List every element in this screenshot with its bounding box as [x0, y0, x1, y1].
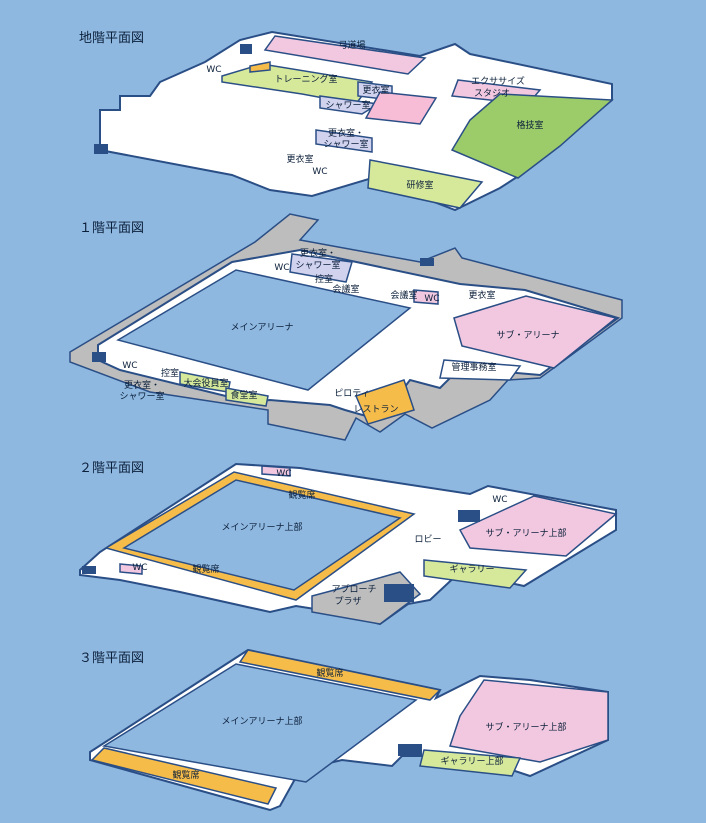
approach-label-1: アプローチ [331, 584, 376, 595]
locker-shower-label-4: シャワー室 [119, 390, 164, 402]
stairs-icon [398, 744, 422, 756]
wc-label-2: WC [424, 294, 439, 304]
sub-arena [453, 295, 618, 369]
locker-shower-label-3: 更衣室・ [124, 379, 160, 391]
dining-room [225, 387, 269, 407]
officials-label: 大会役員室 [183, 377, 228, 389]
first-floor-title: １階平面図 [79, 221, 145, 236]
wc-label-3: WC [132, 563, 147, 573]
third-floor-title: ３階平面図 [79, 651, 145, 666]
main-arena-upper-label: メインアリーナ上部 [221, 521, 302, 533]
locker-label-2: 更衣室 [286, 153, 313, 165]
seating-label: 観覧席 [288, 489, 315, 501]
kenshu-room [367, 159, 484, 209]
kakugi-room [450, 93, 614, 179]
sub-arena-upper [449, 679, 609, 763]
basement-plan: 弓道場 WC トレーニング室 更衣室 シャワー室 エクササイズ スタジオ 格技室… [94, 30, 614, 212]
wc-label-2: WC [312, 167, 327, 177]
restaurant-label: レストラン [353, 404, 398, 415]
kyudo-label: 弓道場 [338, 39, 365, 51]
gallery [423, 559, 528, 589]
stairs-icon [92, 352, 106, 362]
stairs-icon [458, 510, 480, 522]
exercise-label-2: スタジオ [474, 88, 510, 99]
gallery-label: ギャラリー [449, 564, 494, 575]
stand-top [238, 649, 442, 701]
sub-arena-upper [458, 495, 618, 557]
seating-label-2: 観覧席 [192, 563, 219, 575]
admin-office [439, 359, 522, 381]
meeting-room-label-2: 会議室 [390, 289, 417, 301]
waiting-room-label-2: 控室 [161, 367, 179, 379]
waiting-room-label: 控室 [315, 273, 333, 285]
second-floor-plan: WC 観覧席 WC メインアリーナ上部 ロビー サブ・アリーナ上部 ギャラリー … [79, 462, 618, 626]
stairs-icon [384, 584, 414, 602]
wc-label: WC [274, 263, 289, 273]
main-arena [116, 269, 412, 391]
main-arena-upper [101, 663, 418, 783]
locker-shower-b [315, 129, 373, 153]
wc-label: WC [206, 65, 221, 75]
locker-shower-label-1: 更衣室・ [300, 247, 336, 259]
main-arena-label: メインアリーナ [230, 322, 293, 333]
stairs-icon [94, 144, 108, 154]
main-arena-upper-label: メインアリーナ上部 [221, 715, 302, 727]
first-locker-shower [289, 253, 353, 283]
training-accent [249, 61, 271, 73]
shower-room-b [319, 95, 381, 115]
stairs-icon [420, 258, 434, 266]
sub-arena-upper-label: サブ・アリーナ上部 [485, 721, 566, 733]
shower-label: シャワー室 [325, 99, 370, 111]
second-floor-title: ２階平面図 [79, 461, 145, 476]
seating-label: 観覧席 [316, 667, 343, 679]
basement-title: 地階平面図 [79, 31, 145, 46]
seating-label-2: 観覧席 [172, 769, 199, 781]
stairs-icon [82, 566, 96, 574]
locker-label: 更衣室 [468, 289, 495, 301]
gallery-upper [419, 749, 522, 777]
third-floor-plan: 観覧席 メインアリーナ上部 サブ・アリーナ上部 ギャラリー上部 観覧席 [89, 648, 609, 812]
wc-pink [261, 465, 291, 477]
approach-label-2: プラザ [334, 596, 361, 607]
wc-label: WC [276, 469, 291, 479]
wc-pink-2 [119, 563, 143, 575]
admin-label: 管理事務室 [451, 361, 496, 373]
first-pink-small [413, 289, 439, 305]
kyudo-room [263, 35, 427, 75]
shower-pink [364, 91, 438, 125]
gallery-upper-label: ギャラリー上部 [440, 755, 503, 767]
wc-label-3: WC [122, 361, 137, 371]
first-floor-plan: 更衣室・ シャワー室 WC 控室 会議室 会議室 WC 更衣室 メインアリーナ … [69, 213, 623, 441]
restaurant [354, 379, 415, 425]
dining-label: 食堂室 [230, 389, 257, 401]
piloti-label: ピロティ [334, 388, 369, 399]
main-arena-upper [122, 479, 402, 591]
locker-shower-label-2: シャワー室 [295, 259, 340, 271]
stairs-icon [240, 44, 252, 54]
locker-shower-label-2: シャワー室 [323, 138, 368, 150]
exercise-label-1: エクササイズ [471, 75, 525, 87]
lobby-label: ロビー [414, 534, 441, 545]
wc-label-2: WC [492, 495, 507, 505]
sub-arena-upper-label: サブ・アリーナ上部 [485, 527, 566, 539]
sub-arena-label: サブ・アリーナ [496, 329, 559, 341]
kenshu-label: 研修室 [406, 179, 433, 191]
kakugi-label: 格技室 [516, 119, 543, 131]
stand-bottom [90, 747, 278, 805]
locker-label: 更衣室 [362, 84, 389, 96]
meeting-room-label: 会議室 [332, 283, 359, 295]
locker-shower-label-1: 更衣室・ [328, 127, 364, 139]
training-label: トレーニング室 [274, 73, 337, 85]
